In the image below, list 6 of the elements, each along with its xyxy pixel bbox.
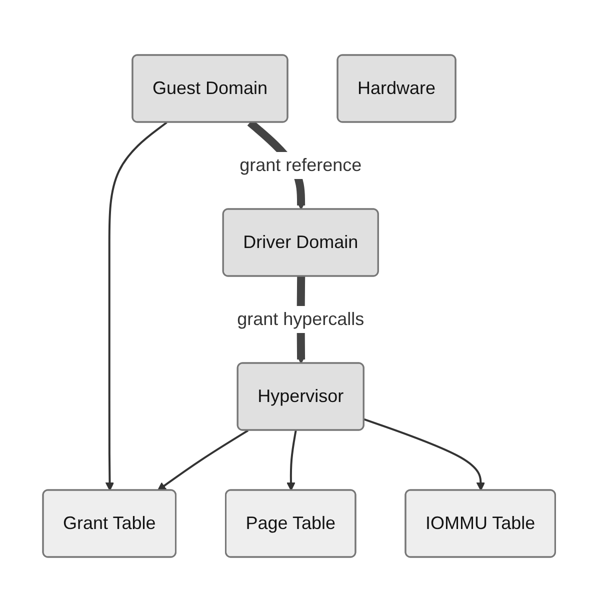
arrow — [158, 430, 249, 491]
arrow — [286, 430, 298, 491]
edge-label: grant hypercalls — [237, 309, 365, 329]
edge-label: grant reference — [240, 155, 362, 175]
arrow — [106, 122, 168, 491]
arrow — [364, 418, 486, 491]
